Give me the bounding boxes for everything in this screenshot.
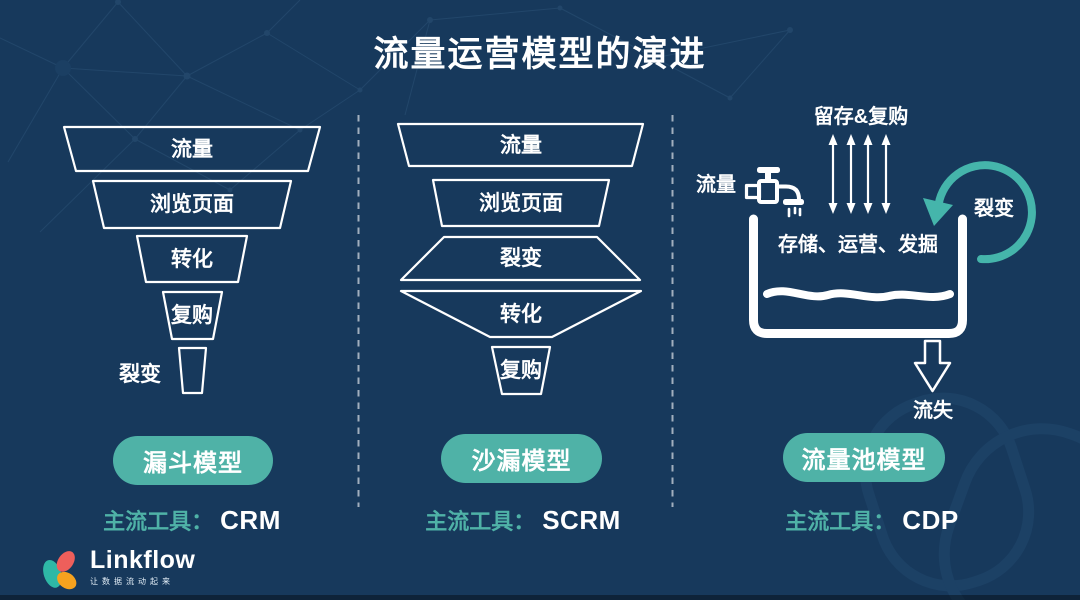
tool-row-funnel: 主流工具：CRM <box>62 504 322 536</box>
inflow-label: 流量 <box>696 174 736 196</box>
column-dividers <box>357 115 674 507</box>
tool-name: CRM <box>220 505 281 535</box>
tool-name: SCRM <box>542 505 621 535</box>
logo-watermark <box>859 392 1080 600</box>
retention-arrows <box>827 132 892 216</box>
pool-tank <box>749 214 967 338</box>
hourglass-layer-label: 浏览页面 <box>479 192 563 215</box>
tool-prefix: 主流工具： <box>103 509 214 534</box>
pool-model-shape <box>744 132 1036 393</box>
tool-row-hourglass: 主流工具：SCRM <box>393 504 653 536</box>
faucet-icon <box>744 167 804 218</box>
linkflow-logo-icon <box>43 551 77 590</box>
funnel-layer-label: 流量 <box>171 138 213 161</box>
churn-label: 流失 <box>913 400 953 422</box>
funnel-layer-label: 浏览页面 <box>150 193 234 216</box>
model-pill-hourglass: 沙漏模型 <box>441 434 602 483</box>
tool-name: CDP <box>902 505 959 535</box>
fission-label: 裂变 <box>974 198 1014 220</box>
hourglass-layer-label: 裂变 <box>500 247 542 270</box>
funnel-side-label: 裂变 <box>119 363 161 386</box>
retention-label: 留存&复购 <box>813 106 909 128</box>
model-pill-funnel: 漏斗模型 <box>113 436 273 485</box>
hourglass-layer-label: 流量 <box>500 134 542 157</box>
logo-name: Linkflow <box>90 546 196 574</box>
hourglass-layer-label: 复购 <box>500 359 542 382</box>
tool-prefix: 主流工具： <box>785 509 896 534</box>
hourglass-model-shape <box>396 122 645 396</box>
tank-label: 存储、运营、发掘 <box>778 234 938 256</box>
logo-tagline: 让数据流动起来 <box>90 577 174 586</box>
fission-cycle-arrow-icon <box>923 161 1036 264</box>
tool-prefix: 主流工具： <box>425 509 536 534</box>
funnel-layer-label: 转化 <box>171 248 213 271</box>
funnel-model-shape <box>62 125 322 395</box>
funnel-layer-label: 复购 <box>171 304 213 327</box>
hourglass-layer-label: 转化 <box>500 303 542 326</box>
water-wave <box>763 287 954 302</box>
tool-row-pool: 主流工具：CDP <box>742 504 1002 536</box>
logo-text-block: Linkflow 让数据流动起来 <box>90 547 195 587</box>
page-title: 流量运营模型的演进 <box>373 35 707 74</box>
churn-down-arrow <box>913 339 952 393</box>
bottom-edge-shade <box>0 595 1080 600</box>
linkflow-logo: Linkflow 让数据流动起来 <box>40 547 195 595</box>
model-pill-pool: 流量池模型 <box>783 433 945 482</box>
